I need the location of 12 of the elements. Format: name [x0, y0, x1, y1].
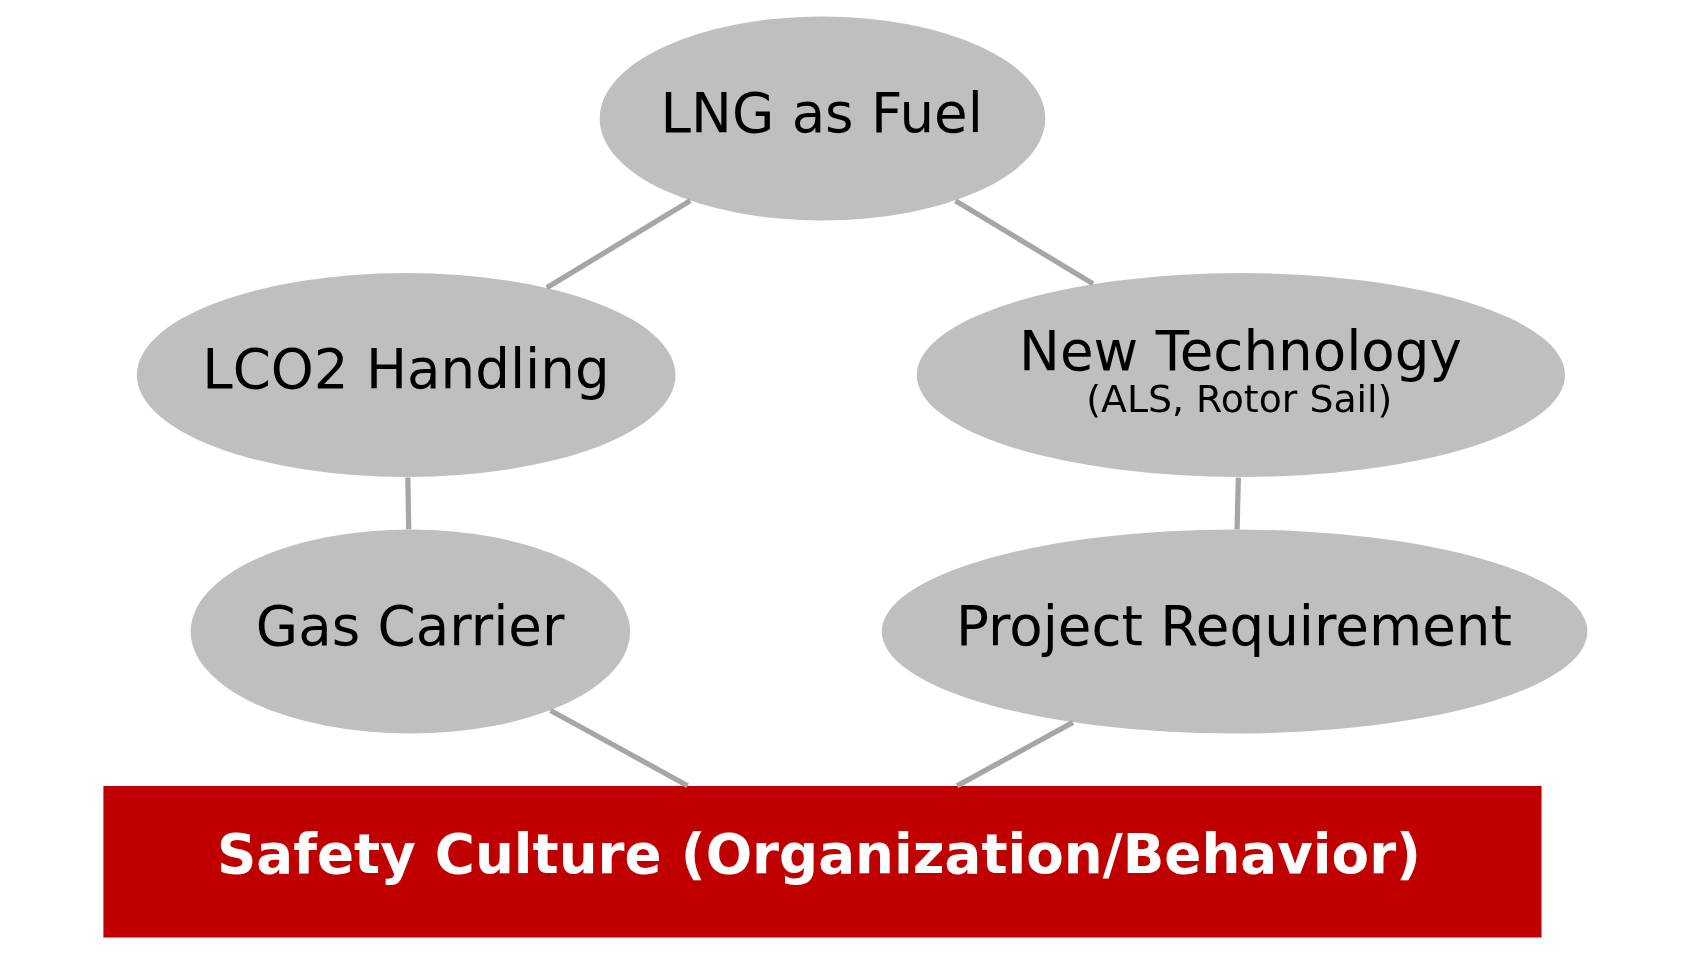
node-ellipse: Project Requirement: [881, 529, 1587, 734]
connector: [953, 198, 1094, 286]
connector: [404, 477, 411, 530]
node-box: Safety Culture (Organization/Behavior): [102, 786, 1542, 938]
connector: [544, 198, 692, 290]
node-ellipse: LNG as Fuel: [599, 16, 1045, 221]
node-ellipse: Gas Carrier: [190, 529, 630, 734]
node-ellipse: LCO2 Handling: [136, 273, 675, 477]
node-ellipse: New Technology (ALS, Rotor Sail): [916, 273, 1565, 477]
connector: [548, 708, 689, 789]
connector: [955, 720, 1074, 789]
connector: [1233, 477, 1241, 530]
